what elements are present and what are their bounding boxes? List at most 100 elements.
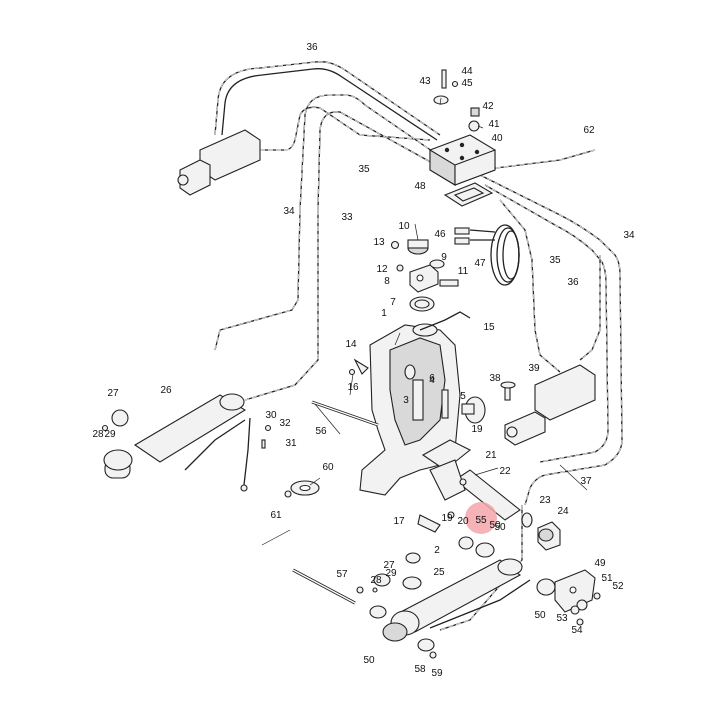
callout-label-29: 29	[104, 429, 116, 440]
callout-label-34: 34	[623, 230, 635, 241]
callout-label-5: 5	[460, 391, 466, 402]
steering-head-parts	[348, 239, 471, 376]
hose-34-left-down	[214, 209, 301, 351]
callout-label-14: 14	[345, 339, 357, 350]
hose-36-top	[214, 61, 441, 136]
callout-label-45: 45	[461, 78, 473, 89]
callout-label-50: 50	[534, 610, 546, 621]
main-bracket-1	[359, 323, 521, 521]
callout-label-35: 35	[549, 255, 561, 266]
right-actuator-39	[504, 364, 596, 446]
hose-36-right	[484, 184, 609, 463]
callout-label-53: 53	[556, 613, 568, 624]
callout-label-27: 27	[383, 560, 395, 571]
callout-label-39: 39	[528, 363, 540, 374]
callout-label-36: 36	[567, 277, 579, 288]
hose-33	[317, 111, 446, 211]
valve-block-40	[429, 69, 496, 245]
callout-label-6: 6	[429, 373, 435, 384]
lower-cylinder-25	[356, 558, 523, 652]
callout-label-46: 46	[434, 229, 446, 240]
callout-label-29: 29	[385, 568, 397, 579]
callout-label-3: 3	[403, 395, 409, 406]
rod-56	[311, 400, 379, 427]
highlight-55-marker[interactable]	[465, 502, 497, 534]
callout-label-55: 55	[475, 515, 487, 526]
callout-label-19: 19	[471, 424, 483, 435]
hose-lower-left	[184, 419, 246, 471]
callout-label-54: 54	[571, 625, 583, 636]
callout-label-21: 21	[485, 450, 497, 461]
callout-label-30: 30	[265, 410, 277, 421]
callout-label-51: 51	[601, 573, 613, 584]
callout-label-28: 28	[92, 429, 104, 440]
callout-label-27: 27	[107, 388, 119, 399]
callout-label-24: 24	[557, 506, 569, 517]
hose-34-right	[479, 174, 623, 506]
callout-label-50: 50	[494, 522, 506, 533]
callout-label-60: 60	[322, 462, 334, 473]
hose-feed-right	[579, 255, 601, 361]
callout-label-38: 38	[489, 373, 501, 384]
callout-label-36: 36	[306, 42, 318, 53]
fitting-38	[500, 381, 516, 401]
callout-label-10: 10	[398, 221, 410, 232]
callout-label-57: 57	[336, 569, 348, 580]
callout-label-41: 41	[488, 119, 500, 130]
callout-label-50: 50	[363, 655, 375, 666]
callout-label-44: 44	[461, 66, 473, 77]
callout-label-25: 25	[433, 567, 445, 578]
callout-label-47: 47	[474, 258, 486, 269]
callout-label-17: 17	[393, 516, 405, 527]
top-left-actuator	[177, 129, 261, 196]
callout-label-26: 26	[160, 385, 172, 396]
callout-label-58: 58	[414, 664, 426, 675]
leader-lines	[261, 97, 588, 546]
callout-label-32: 32	[279, 418, 291, 429]
callout-label-7: 7	[390, 297, 396, 308]
callout-label-52: 52	[612, 581, 624, 592]
hydraulic-hoses	[184, 61, 623, 631]
coiled-hose-47	[469, 224, 520, 286]
callout-label-61: 61	[270, 510, 282, 521]
callout-label-43: 43	[419, 76, 431, 87]
callout-label-11: 11	[458, 266, 469, 277]
left-cylinder-26	[101, 393, 272, 492]
bracket-60	[284, 480, 320, 498]
callout-label-62: 62	[583, 125, 595, 136]
callout-label-34: 34	[283, 206, 295, 217]
hose-34-left	[299, 94, 446, 211]
hose-35-upper	[260, 106, 431, 151]
callout-label-31: 31	[285, 438, 297, 449]
right-lower-parts	[372, 478, 601, 659]
callout-label-50: 50	[489, 520, 501, 531]
callout-label-48: 48	[414, 181, 426, 192]
rod-57	[292, 568, 356, 605]
callout-label-37: 37	[580, 476, 592, 487]
callout-label-28: 28	[370, 575, 382, 586]
callout-label-19: 19	[441, 513, 453, 524]
callout-label-4: 4	[429, 375, 435, 386]
callout-label-59: 59	[431, 668, 443, 679]
callout-label-15: 15	[483, 322, 495, 333]
callout-label-16: 16	[347, 382, 359, 393]
hose-36-top-inner	[221, 68, 438, 141]
callout-label-33: 33	[341, 212, 353, 223]
callout-label-49: 49	[594, 558, 606, 569]
callout-label-1: 1	[381, 308, 387, 319]
callout-label-9: 9	[441, 252, 447, 263]
hose-33-down	[244, 210, 319, 401]
callout-label-35: 35	[358, 164, 370, 175]
callout-label-20: 20	[457, 516, 469, 527]
callout-label-40: 40	[491, 133, 503, 144]
callout-label-22: 22	[499, 466, 511, 477]
callout-label-12: 12	[376, 264, 388, 275]
hose-62	[479, 149, 596, 171]
callout-label-23: 23	[539, 495, 551, 506]
callout-label-2: 2	[434, 545, 440, 556]
callout-label-8: 8	[384, 276, 390, 287]
hose-bottom	[429, 579, 531, 629]
